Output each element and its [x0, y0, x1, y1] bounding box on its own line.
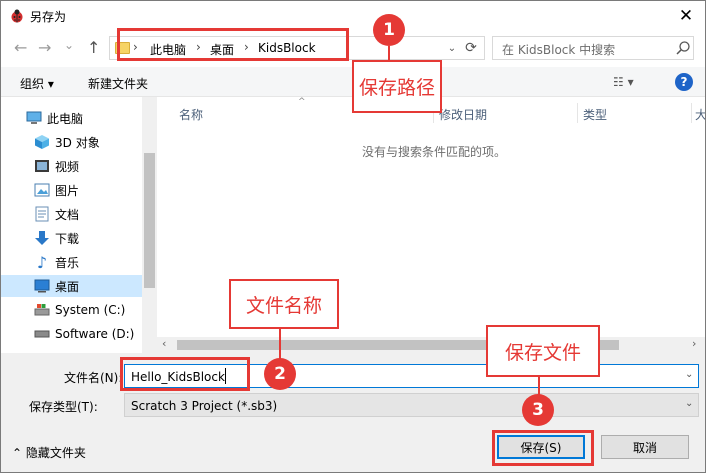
- sidebar-item-music[interactable]: ♪ 音乐: [1, 251, 142, 273]
- sidebar-item-pictures[interactable]: 图片: [1, 179, 142, 201]
- drive-icon: [34, 326, 50, 342]
- scroll-left-icon[interactable]: ‹: [162, 337, 167, 350]
- refresh-icon[interactable]: ⟳: [465, 40, 477, 56]
- search-placeholder: 在 KidsBlock 中搜索: [502, 43, 616, 57]
- download-icon: [34, 230, 50, 246]
- pc-icon: [26, 110, 42, 126]
- filename-label: 文件名(N):: [64, 371, 123, 385]
- sidebar-item-label: System (C:): [55, 303, 126, 317]
- address-bar[interactable]: › 此电脑 › 桌面 › KidsBlock: [109, 36, 485, 60]
- picture-icon: [34, 182, 50, 198]
- navigation-pane: 此电脑 3D 对象 视频 图片 文档: [1, 97, 157, 353]
- filename-value: Hello_KidsBlock: [131, 370, 225, 384]
- column-divider: [691, 103, 692, 123]
- sidebar-item-system-c[interactable]: System (C:): [1, 299, 142, 321]
- up-button[interactable]: ↑: [87, 38, 101, 57]
- new-folder-button[interactable]: 新建文件夹: [88, 77, 149, 91]
- cancel-button[interactable]: 取消: [601, 435, 689, 459]
- annotation-connector: [388, 46, 390, 60]
- column-header-size[interactable]: 大: [695, 108, 706, 122]
- annotation-number-3: 3: [522, 394, 554, 426]
- video-icon: [34, 158, 50, 174]
- chevron-down-icon[interactable]: ⌄: [685, 398, 694, 409]
- sidebar-item-downloads[interactable]: 下载: [1, 227, 142, 249]
- sidebar-item-label: 图片: [55, 183, 80, 198]
- music-icon: ♪: [36, 252, 48, 272]
- sidebar-item-label: 音乐: [55, 255, 80, 270]
- sidebar-item-this-pc[interactable]: 此电脑: [1, 107, 142, 129]
- chevron-down-icon[interactable]: ⌄: [685, 369, 694, 380]
- breadcrumb-desktop[interactable]: 桌面: [210, 43, 235, 57]
- sidebar-item-desktop[interactable]: 桌面: [1, 275, 142, 297]
- text-cursor: [225, 368, 226, 384]
- scroll-right-icon[interactable]: ›: [692, 337, 697, 350]
- annotation-connector: [538, 377, 540, 395]
- document-icon: [34, 206, 50, 222]
- annotation-connector: [279, 329, 281, 359]
- cube-icon: [34, 134, 50, 150]
- annotation-label-save-path: 保存路径: [352, 60, 442, 113]
- ladybug-icon: [11, 9, 23, 23]
- sidebar-item-videos[interactable]: 视频: [1, 155, 142, 177]
- sidebar-item-3d-objects[interactable]: 3D 对象: [1, 131, 142, 153]
- title-bar: 另存为 ✕: [1, 1, 705, 32]
- sidebar-item-label: 文档: [55, 207, 80, 222]
- sidebar-item-label: 3D 对象: [55, 135, 100, 150]
- column-divider: [433, 103, 434, 123]
- annotation-number-1: 1: [373, 14, 405, 46]
- chevron-up-icon: ⌃: [12, 446, 26, 460]
- sidebar-item-label: 下载: [55, 231, 80, 246]
- sidebar-item-label: 视频: [55, 159, 80, 174]
- search-input[interactable]: 在 KidsBlock 中搜索: [492, 36, 694, 60]
- breadcrumb-separator: ›: [133, 40, 138, 54]
- column-divider: [577, 103, 578, 123]
- close-button[interactable]: ✕: [678, 6, 694, 26]
- sidebar-item-label: Software (D:): [55, 327, 135, 341]
- annotation-save-button-box: [492, 430, 594, 466]
- sidebar-scrollbar-thumb[interactable]: [144, 153, 155, 288]
- help-icon[interactable]: ?: [675, 73, 693, 91]
- save-button[interactable]: 保存(S): [497, 435, 585, 459]
- hide-folders-toggle[interactable]: ⌃ 隐藏文件夹: [12, 444, 86, 461]
- file-type-select[interactable]: Scratch 3 Project (*.sb3) ⌄: [124, 393, 699, 417]
- view-options-icon[interactable]: ☷ ▾: [613, 75, 634, 89]
- address-dropdown-icon[interactable]: ⌄: [447, 42, 457, 54]
- column-header-date[interactable]: 修改日期: [439, 108, 488, 122]
- annotation-number-2: 2: [264, 358, 296, 390]
- breadcrumb-this-pc[interactable]: 此电脑: [150, 43, 187, 57]
- sidebar-item-label: 此电脑: [47, 111, 84, 126]
- breadcrumb-separator: ›: [244, 40, 249, 54]
- organize-button[interactable]: 组织 ▾: [20, 77, 54, 91]
- file-type-value: Scratch 3 Project (*.sb3): [131, 399, 278, 413]
- breadcrumb-separator: ›: [196, 40, 201, 54]
- annotation-filename-box: [120, 357, 250, 391]
- sidebar-item-label: 桌面: [55, 279, 80, 294]
- search-icon: [676, 41, 690, 55]
- desktop-icon: [34, 278, 50, 294]
- hide-folders-label: 隐藏文件夹: [25, 446, 86, 460]
- sidebar-item-software-d[interactable]: Software (D:): [1, 323, 142, 345]
- sort-ascending-icon: ^: [298, 97, 306, 107]
- horizontal-scrollbar[interactable]: ‹ ›: [157, 337, 705, 353]
- empty-message: 没有与搜索条件匹配的项。: [362, 145, 507, 159]
- sidebar-item-documents[interactable]: 文档: [1, 203, 142, 225]
- breadcrumb-kidsblock[interactable]: KidsBlock: [258, 41, 316, 55]
- recent-locations-dropdown[interactable]: ⌄: [64, 38, 75, 52]
- drive-icon: [34, 302, 50, 318]
- column-header-name[interactable]: 名称: [179, 108, 204, 122]
- horizontal-scrollbar-thumb[interactable]: [177, 340, 619, 350]
- annotation-label-file-name: 文件名称: [229, 279, 339, 329]
- column-header-type[interactable]: 类型: [583, 108, 608, 122]
- back-button[interactable]: ←: [14, 38, 28, 57]
- window-title: 另存为: [30, 10, 67, 24]
- annotation-path-box: [117, 28, 349, 61]
- file-type-label: 保存类型(T):: [29, 400, 98, 414]
- filename-input[interactable]: Hello_KidsBlock ⌄: [124, 364, 699, 388]
- annotation-label-save-file: 保存文件: [486, 325, 600, 377]
- forward-button[interactable]: →: [38, 38, 52, 57]
